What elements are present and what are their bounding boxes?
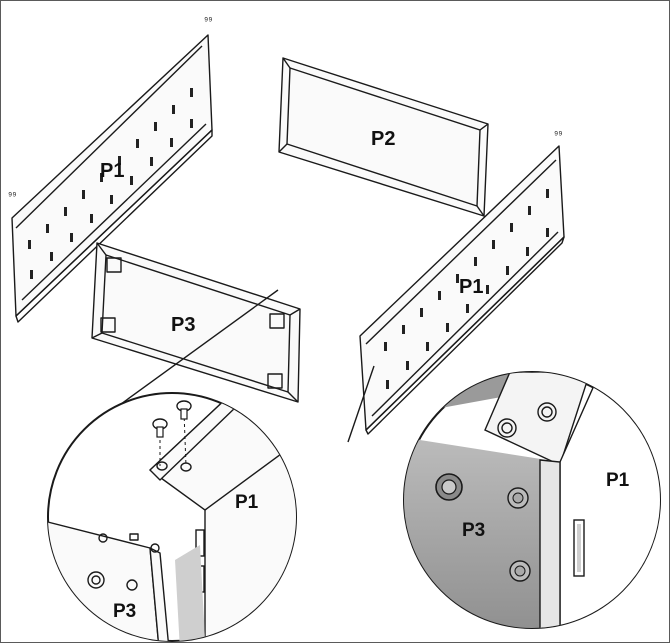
screw-icon: [176, 400, 192, 420]
right-side-panel: ⁹⁹: [359, 130, 565, 435]
detail-right-label-front: P3: [462, 520, 485, 541]
leader-line-right: [347, 365, 375, 443]
back-panel: [278, 57, 489, 217]
detail-circle-right: [403, 371, 661, 629]
svg-text:⁹⁹: ⁹⁹: [8, 191, 17, 202]
screw-icon: [152, 418, 168, 438]
detail-left-label-side: P1: [235, 492, 259, 513]
detail-right-label-side: P1: [606, 470, 630, 491]
svg-text:⁹⁹: ⁹⁹: [204, 16, 213, 27]
left-side-panel: ⁹⁹ ⁹⁹: [8, 16, 213, 323]
front-panel: [91, 242, 301, 403]
label-left-side-panel: P1: [100, 160, 124, 182]
detail-left-label-front: P3: [113, 601, 136, 622]
label-back-panel: P2: [371, 128, 395, 150]
svg-text:⁹⁹: ⁹⁹: [554, 130, 563, 141]
detail-circle-left: [47, 392, 297, 642]
leader-line-left: [109, 289, 279, 413]
label-front-panel: P3: [171, 314, 195, 336]
label-right-side-panel: P1: [459, 276, 483, 298]
